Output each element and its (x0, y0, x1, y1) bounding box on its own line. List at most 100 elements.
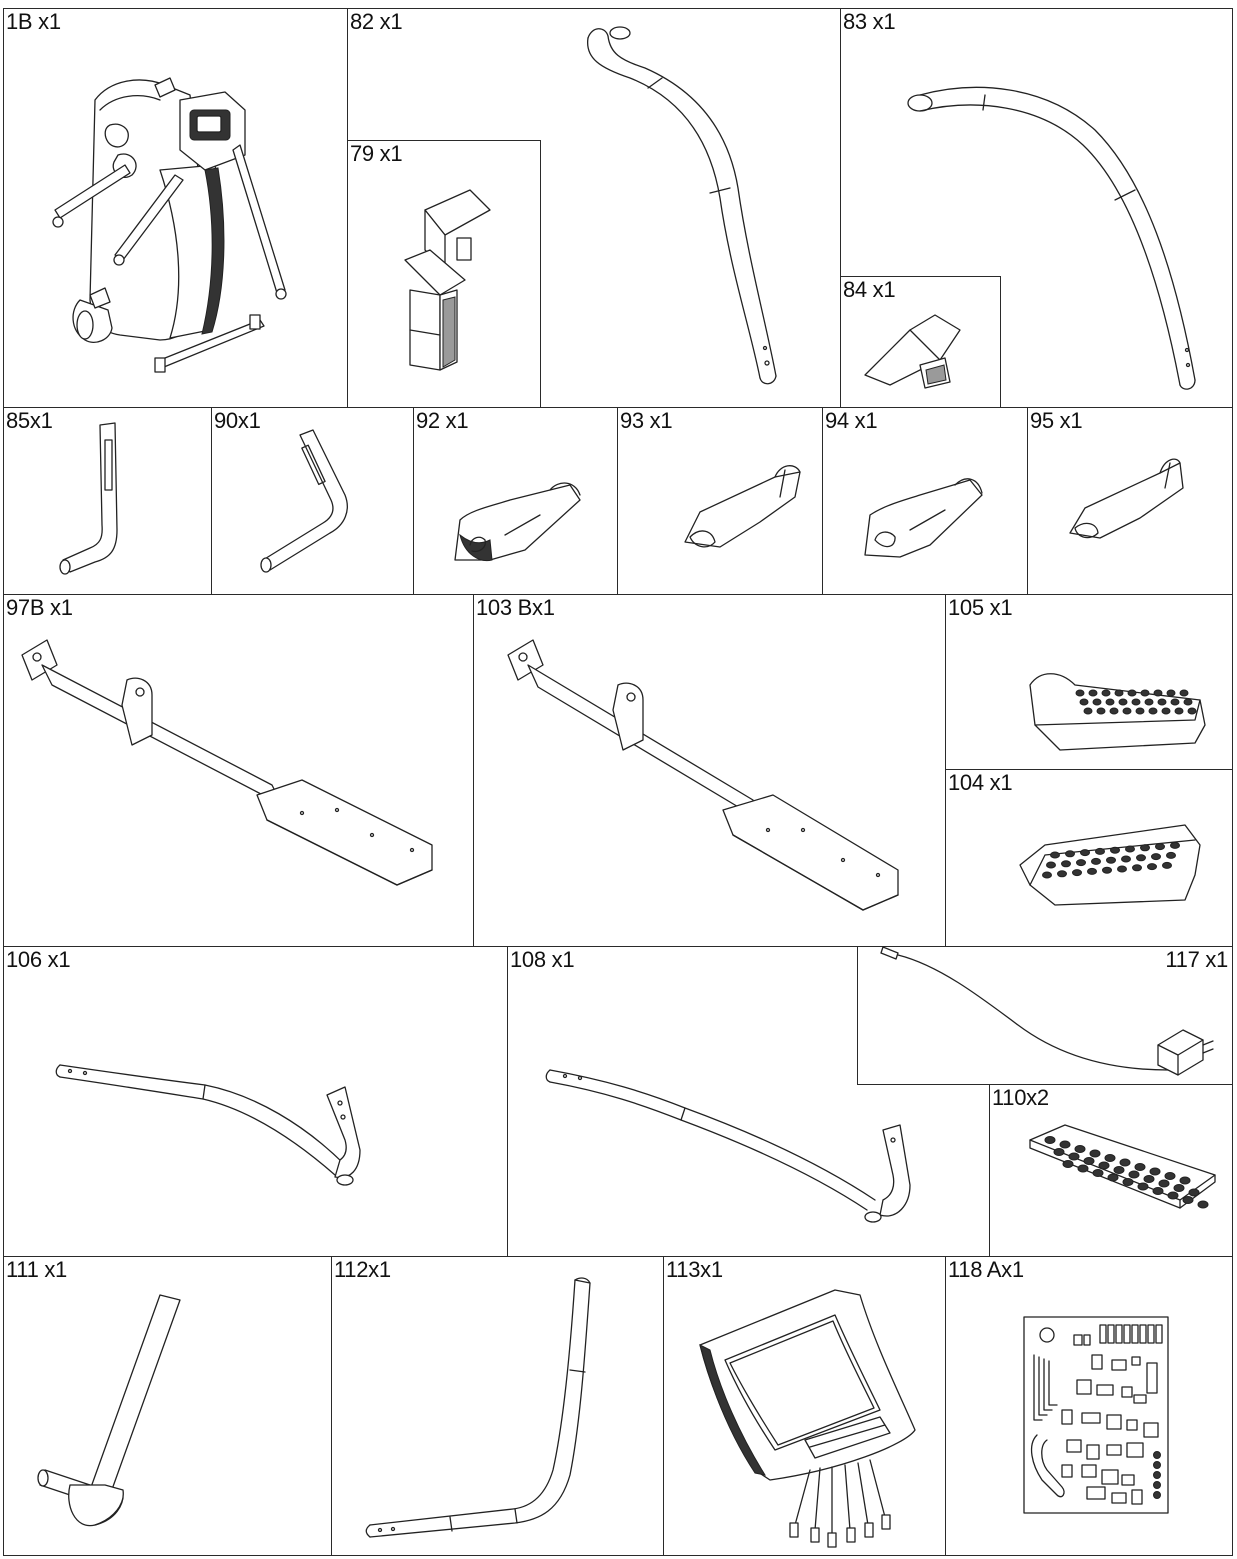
part-label-92: 92 x1 (416, 408, 469, 433)
pedal-hole (1111, 847, 1120, 853)
inset-line (1000, 276, 1001, 408)
pedal-hole (1066, 851, 1075, 857)
hex-keys (1034, 1355, 1057, 1420)
kit-part (1074, 1335, 1082, 1345)
pad-hole (1180, 1177, 1190, 1184)
part-label-111: 111 x1 (6, 1257, 67, 1282)
part-label-83: 83 x1 (843, 9, 896, 34)
cell-divider (945, 769, 1233, 770)
pedal-hole (1110, 708, 1118, 714)
cover-92-illustration (450, 475, 590, 570)
kit-washer (1154, 1492, 1161, 1499)
pedal-hole (1103, 867, 1112, 873)
kit-part (1116, 1325, 1122, 1343)
pad-hole (1189, 1189, 1199, 1196)
upright-tube-82-illustration (570, 28, 790, 398)
kit-part (1124, 1325, 1130, 1343)
kit-part (1122, 1387, 1132, 1397)
kit-part (1100, 1325, 1106, 1343)
post-111-illustration (35, 1290, 195, 1540)
pad-hole (1054, 1149, 1064, 1156)
kit-part (1107, 1445, 1121, 1455)
pad-hole (1090, 1150, 1100, 1157)
kit-washer (1154, 1472, 1161, 1479)
handle-90-illustration (255, 425, 365, 580)
col-divider (211, 407, 212, 595)
pedal-hole (1118, 866, 1127, 872)
kit-part (1112, 1493, 1126, 1503)
kit-part (1062, 1465, 1072, 1477)
pedal-hole (1089, 690, 1097, 696)
pad-hole (1045, 1137, 1055, 1144)
part-label-79: 79 x1 (350, 141, 403, 166)
pad-hole (1150, 1168, 1160, 1175)
pedal-hole (1167, 690, 1175, 696)
kit-part (1132, 1490, 1142, 1504)
pad-hole (1120, 1159, 1130, 1166)
main-frame-illustration (40, 70, 280, 380)
pedal-hole (1148, 864, 1157, 870)
part-label-94: 94 x1 (825, 408, 878, 433)
pedal-hole (1154, 690, 1162, 696)
col-divider (663, 1256, 664, 1556)
border-right (1232, 8, 1233, 1556)
hardware-kit-118a-illustration (1022, 1315, 1170, 1515)
pedal-hole (1171, 699, 1179, 705)
inset-line (347, 140, 540, 141)
kit-part (1107, 1415, 1121, 1429)
kit-part (1156, 1325, 1162, 1343)
pad-hole (1159, 1180, 1169, 1187)
col-divider (617, 407, 618, 595)
kit-part (1097, 1385, 1113, 1395)
pedal-hole (1171, 842, 1180, 848)
pedal-hole (1102, 690, 1110, 696)
kit-part (1127, 1443, 1143, 1457)
pedal-holes (1076, 690, 1196, 714)
kit-part (1134, 1395, 1146, 1403)
pedal-hole (1152, 854, 1161, 860)
pad-hole (1174, 1185, 1184, 1192)
pad-hole (1063, 1161, 1073, 1168)
pad-hole (1183, 1197, 1193, 1204)
kit-part (1077, 1380, 1091, 1394)
border-top (3, 8, 1233, 9)
pad-hole (1114, 1167, 1124, 1174)
pedal-hole (1175, 708, 1183, 714)
pedal-hole (1058, 871, 1067, 877)
inset-line (857, 1084, 1233, 1085)
pad-hole (1105, 1155, 1115, 1162)
pedal-hole (1188, 708, 1196, 714)
col-divider (413, 407, 414, 595)
border-bottom (3, 1555, 1233, 1556)
part-label-85: 85x1 (6, 408, 53, 433)
kit-part (1087, 1445, 1099, 1459)
kit-part (1148, 1325, 1154, 1343)
pad-hole (1078, 1165, 1088, 1172)
kit-part (1132, 1357, 1140, 1365)
pedal-hole (1167, 852, 1176, 858)
col-divider (507, 946, 508, 1257)
col-divider (945, 1256, 946, 1556)
kit-part (1132, 1325, 1138, 1343)
pedal-hole (1043, 872, 1052, 878)
cover-94-illustration (860, 475, 990, 565)
pedal-hole (1107, 857, 1116, 863)
pedal-hole (1097, 708, 1105, 714)
pedal-arm-97b-illustration (12, 635, 447, 895)
kit-washer (1154, 1482, 1161, 1489)
row-divider (3, 946, 1233, 947)
kit-part (1067, 1440, 1081, 1452)
part-label-82: 82 x1 (350, 9, 403, 34)
inset-line (540, 140, 541, 408)
pad-hole (1144, 1176, 1154, 1183)
inset-line (857, 946, 858, 1084)
pad-hole (1168, 1192, 1178, 1199)
pedal-hole (1106, 699, 1114, 705)
inset-line (840, 276, 1001, 277)
pedal-hole (1092, 858, 1101, 864)
kit-part (1092, 1355, 1102, 1369)
pedal-hole (1088, 868, 1097, 874)
pedal-hole (1156, 844, 1165, 850)
kit-part (1087, 1487, 1105, 1499)
pedal-hole (1163, 862, 1172, 868)
